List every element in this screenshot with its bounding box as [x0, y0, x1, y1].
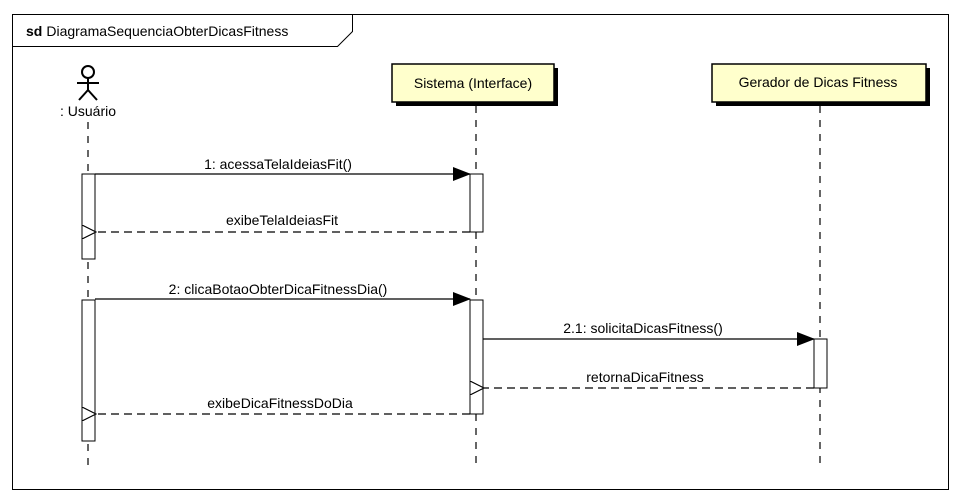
stick-figure-icon — [77, 65, 99, 101]
message-label-2-1: 2.1: solicitaDicasFitness() — [563, 320, 723, 336]
activation-gerador-1 — [813, 338, 828, 389]
participant-gerador-dicas[interactable]: Gerador de Dicas Fitness — [711, 63, 930, 106]
frame-title-tab — [12, 14, 353, 47]
frame-keyword: sd — [26, 23, 42, 39]
activation-usuario-1 — [81, 173, 96, 260]
frame-name: DiagramaSequenciaObterDicasFitness — [46, 23, 288, 39]
return-label-1: exibeTelaIdeiasFit — [226, 212, 338, 228]
message-label-2: 2: clicaBotaoObterDicaFitnessDia() — [169, 281, 388, 297]
actor-label: : Usuário — [60, 103, 116, 119]
participant-gerador-label: Gerador de Dicas Fitness — [739, 74, 898, 90]
return-label-2: exibeDicaFitnessDoDia — [207, 395, 353, 411]
participant-sistema-label: Sistema (Interface) — [414, 75, 532, 91]
activation-sistema-1 — [469, 173, 484, 233]
activation-usuario-2 — [81, 299, 96, 442]
participant-sistema-interface[interactable]: Sistema (Interface) — [391, 63, 558, 106]
activation-sistema-2 — [469, 299, 484, 415]
actor-usuario[interactable]: : Usuário — [60, 65, 116, 119]
return-label-2-1: retornaDicaFitness — [586, 369, 704, 385]
message-label-1: 1: acessaTelaIdeiasFit() — [204, 156, 352, 172]
